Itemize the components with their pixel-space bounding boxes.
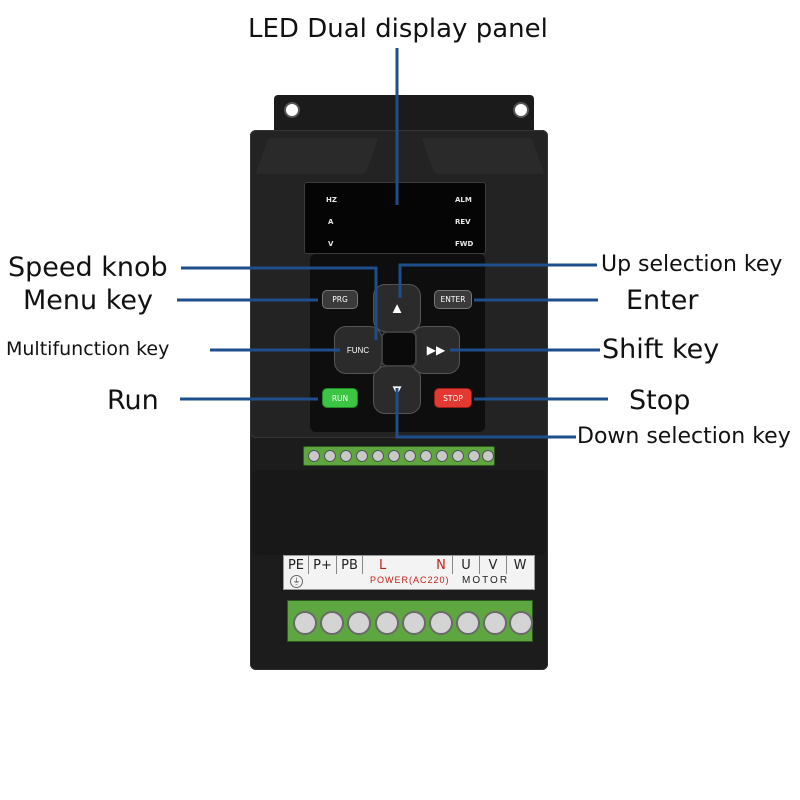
enter-key-label: ENTER [440, 295, 466, 304]
stop-key-label: STOP [443, 393, 463, 403]
control-terminal-strip [303, 446, 495, 466]
label-motor: MOTOR [462, 575, 510, 586]
label-u: U [453, 556, 480, 574]
line-up-selection [398, 263, 597, 298]
func-key-label: FUNC [346, 345, 370, 355]
led-display: HZ A V ALM REV FWD [304, 182, 486, 254]
power-terminal-block [287, 600, 533, 642]
fast-forward-icon: ▶▶ [426, 343, 446, 357]
callout-stop: Stop [629, 385, 691, 416]
indicator-hz: HZ [326, 196, 337, 204]
callout-run: Run [107, 385, 159, 416]
callout-menu-key: Menu key [23, 285, 153, 316]
indicator-v: V [328, 240, 334, 248]
indicator-a: A [328, 218, 334, 226]
run-key-label: RUN [331, 393, 349, 403]
prg-key[interactable]: PRG [322, 290, 358, 309]
indicator-rev: REV [455, 218, 471, 226]
callout-multifunction-key: Multifunction key [6, 338, 170, 360]
callout-speed-knob: Speed knob [8, 252, 168, 283]
indicator-alm: ALM [455, 196, 472, 204]
multifunction-key[interactable]: FUNC [334, 326, 382, 374]
callout-led-display: LED Dual display panel [248, 14, 548, 44]
indicator-fwd: FWD [455, 240, 474, 248]
label-pe: PE [284, 556, 309, 574]
label-n: N [430, 556, 453, 574]
speed-knob[interactable] [381, 331, 417, 367]
up-arrow-icon: ▲ [389, 299, 405, 317]
label-w: W [513, 557, 527, 573]
mounting-bracket [274, 95, 534, 135]
power-terminal-label: PE P+ PB L N U V W ⏚ POWER(AC220) MOTOR [283, 555, 535, 590]
label-power: POWER(AC220) [370, 575, 450, 585]
stop-key[interactable]: STOP [434, 388, 472, 408]
run-key[interactable]: RUN [322, 388, 358, 408]
label-l: L [379, 557, 387, 573]
enter-key[interactable]: ENTER [434, 290, 472, 309]
mounting-hole-right [513, 102, 529, 118]
label-pb: PB [337, 556, 363, 574]
line-speed-knob [181, 266, 378, 340]
callout-up-selection-key: Up selection key [601, 252, 783, 277]
lower-cover [252, 470, 546, 555]
mounting-hole-left [284, 102, 300, 118]
ground-icon: ⏚ [290, 575, 303, 588]
label-v: V [480, 556, 507, 574]
line-down-selection [395, 388, 576, 439]
callout-shift-key: Shift key [602, 334, 720, 365]
callout-down-selection-key: Down selection key [577, 424, 791, 449]
label-p-plus: P+ [309, 556, 337, 574]
prg-key-label: PRG [332, 295, 348, 304]
up-selection-key[interactable]: ▲ [373, 284, 421, 332]
callout-enter: Enter [626, 285, 699, 316]
